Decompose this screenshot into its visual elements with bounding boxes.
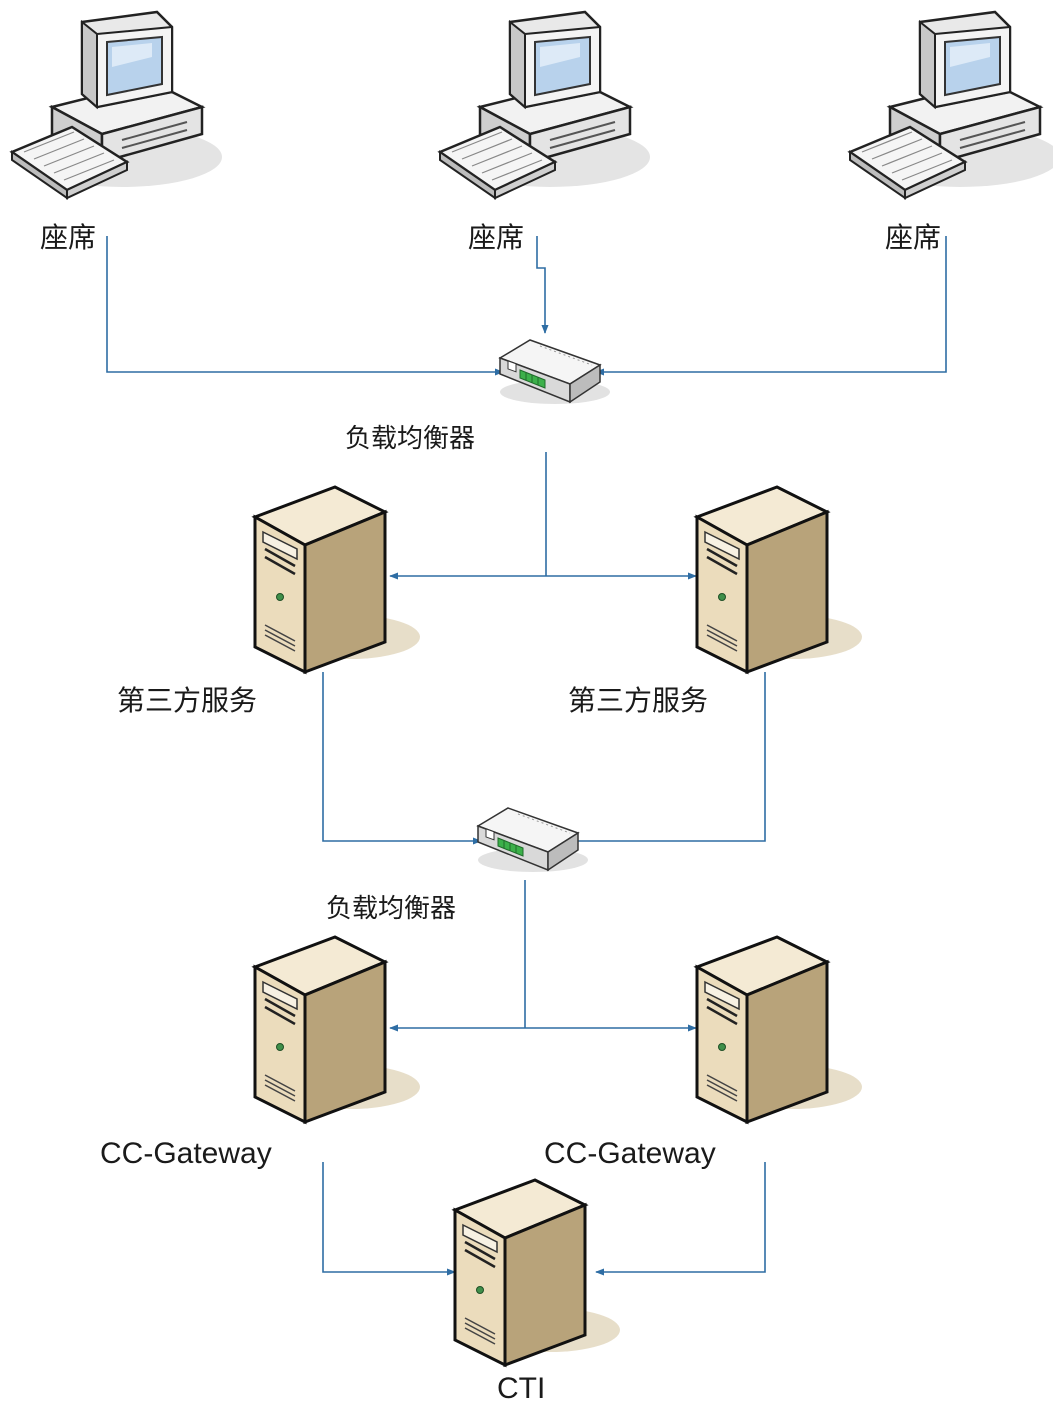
agent-node-1: 座席 xyxy=(10,10,224,254)
desktop-computer-icon xyxy=(10,10,224,200)
tower-server-icon xyxy=(253,485,422,674)
load-balancer-node-1: 负载均衡器 xyxy=(345,339,611,454)
connectors xyxy=(106,236,947,1276)
gateway-node-1: CC-Gateway xyxy=(100,935,422,1170)
tower-server-icon xyxy=(695,485,864,674)
link-gateway-1-to-cti xyxy=(322,1162,456,1276)
agent-label-1: 座席 xyxy=(40,221,96,254)
service-node-2: 第三方服务 xyxy=(568,485,864,717)
agent-label-2: 座席 xyxy=(468,221,524,254)
link-gateway-2-to-cti xyxy=(595,1162,766,1276)
gateway-label-1: CC-Gateway xyxy=(100,1137,272,1170)
network-switch-icon xyxy=(477,807,589,873)
agent-node-2: 座席 xyxy=(438,10,652,254)
cti-node: CTI xyxy=(453,1178,622,1405)
agent-node-3: 座席 xyxy=(848,10,1053,254)
desktop-computer-icon xyxy=(848,10,1053,200)
load-balancer-node-2: 负载均衡器 xyxy=(326,807,589,924)
agent-label-3: 座席 xyxy=(885,221,941,254)
tower-server-icon xyxy=(453,1178,622,1367)
link-agent-2-to-lb-1 xyxy=(536,236,549,334)
load-balancer-label-1: 负载均衡器 xyxy=(345,424,475,454)
service-label-2: 第三方服务 xyxy=(568,684,708,717)
service-node-1: 第三方服务 xyxy=(117,485,422,717)
gateway-label-2: CC-Gateway xyxy=(544,1137,716,1170)
desktop-computer-icon xyxy=(438,10,652,200)
link-agent-1-to-lb-1 xyxy=(106,236,504,376)
tower-server-icon xyxy=(695,935,864,1124)
cti-label: CTI xyxy=(497,1372,545,1405)
load-balancer-label-2: 负载均衡器 xyxy=(326,894,456,924)
link-service-1-to-lb-2 xyxy=(322,672,482,845)
service-label-1: 第三方服务 xyxy=(117,684,257,717)
gateway-node-2: CC-Gateway xyxy=(544,935,864,1170)
network-switch-icon xyxy=(499,339,611,405)
tower-server-icon xyxy=(253,935,422,1124)
link-service-2-to-lb-2 xyxy=(569,672,766,845)
link-agent-3-to-lb-1 xyxy=(595,236,947,376)
